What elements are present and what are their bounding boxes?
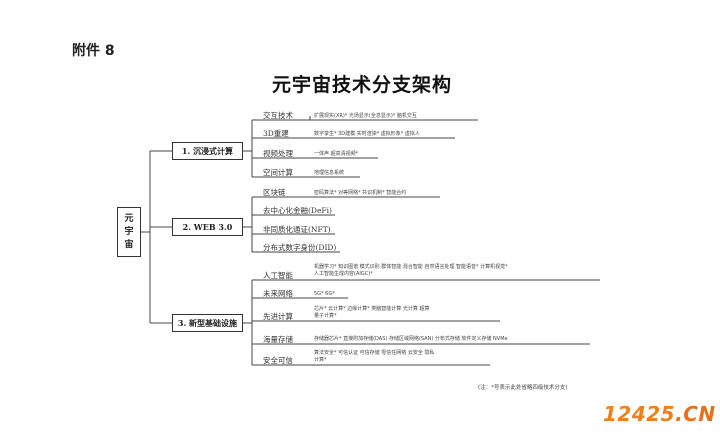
sub-defi: 去中心化金融(DeFi) bbox=[263, 206, 332, 215]
leaf-3d-reconstruction: 数字孪生* 3D建模 实时渲染* 虚拟形象* 虚拟人 bbox=[314, 131, 420, 137]
diagram-title: 元宇宙技术分支架构 bbox=[272, 74, 453, 96]
leaf-ai-line2: 人工智能生成内容(AIGC)* bbox=[314, 271, 373, 277]
root-char-3: 宙 bbox=[124, 239, 134, 250]
sub-mass-storage: 海量存储 bbox=[263, 335, 293, 344]
leaf-security-line2: 计算* bbox=[314, 357, 327, 363]
root-char-2: 宇 bbox=[124, 226, 134, 237]
leaf-video-processing: 一体声 超高清视频* bbox=[314, 151, 359, 157]
leaf-advanced-computing-line2: 量子计算* bbox=[314, 313, 337, 319]
root-char-1: 元 bbox=[124, 213, 134, 224]
leaf-mass-storage: 存储器芯片* 直接附加存储(DAS) 存储区域网络(SAN) 分布式存储 软件定… bbox=[314, 336, 508, 342]
sub-3d-reconstruction: 3D重建 bbox=[263, 129, 289, 138]
leaf-blockchain: 密码算法* 对等网络* 共识机制* 智能合约 bbox=[314, 190, 407, 196]
watermark-part2: .CN bbox=[675, 402, 716, 426]
leaf-ai-line1: 机器学习* 知识图谱 模式识别 群体智能 混合智能 自然语言处理 智能语音* 计… bbox=[314, 264, 508, 270]
watermark-logo: 12425.CN bbox=[603, 402, 716, 426]
sub-did: 分布式数字身份(DID) bbox=[263, 243, 337, 252]
leaf-spatial-computing: 地理信息系统 bbox=[314, 170, 345, 176]
root-node: 元 宇 宙 bbox=[117, 207, 141, 257]
category-immersive-computing: 1. 沉浸式计算 bbox=[172, 142, 243, 160]
sub-blockchain: 区块链 bbox=[263, 188, 286, 197]
leaf-future-network: 5G* 6G* bbox=[314, 291, 335, 297]
leaf-advanced-computing-line1: 芯片* 云计算* 边缘计算* 类脑智能计算 光计算 超算 bbox=[314, 306, 430, 312]
sub-video-processing: 视频处理 bbox=[263, 149, 293, 158]
sub-artificial-intelligence: 人工智能 bbox=[263, 271, 293, 280]
attachment-label: 附件 8 bbox=[72, 43, 115, 59]
sub-spatial-computing: 空间计算 bbox=[263, 168, 293, 177]
sub-nft: 非同质化通证(NFT) bbox=[263, 225, 331, 234]
leaf-security-line1: 算法安全* 可信认证 可信存储 零信任网络 云安全 隐私 bbox=[314, 350, 435, 356]
sub-security-trust: 安全可信 bbox=[263, 356, 293, 365]
sub-advanced-computing: 先进计算 bbox=[263, 312, 293, 321]
leaf-interaction-tech: 扩展现实(XR)* 光场显示(全息显示)* 脑机交互 bbox=[314, 113, 417, 119]
category-web3: 2. WEB 3.0 bbox=[172, 218, 243, 236]
footnote: (注：*号表示此处省略四级技术分支) bbox=[478, 385, 568, 391]
category-new-infrastructure: 3. 新型基础设施 bbox=[172, 314, 243, 332]
watermark-part1: 12425 bbox=[603, 402, 676, 426]
sub-future-network: 未来网络 bbox=[263, 289, 293, 298]
sub-interaction-tech: 交互技术 bbox=[263, 111, 293, 120]
